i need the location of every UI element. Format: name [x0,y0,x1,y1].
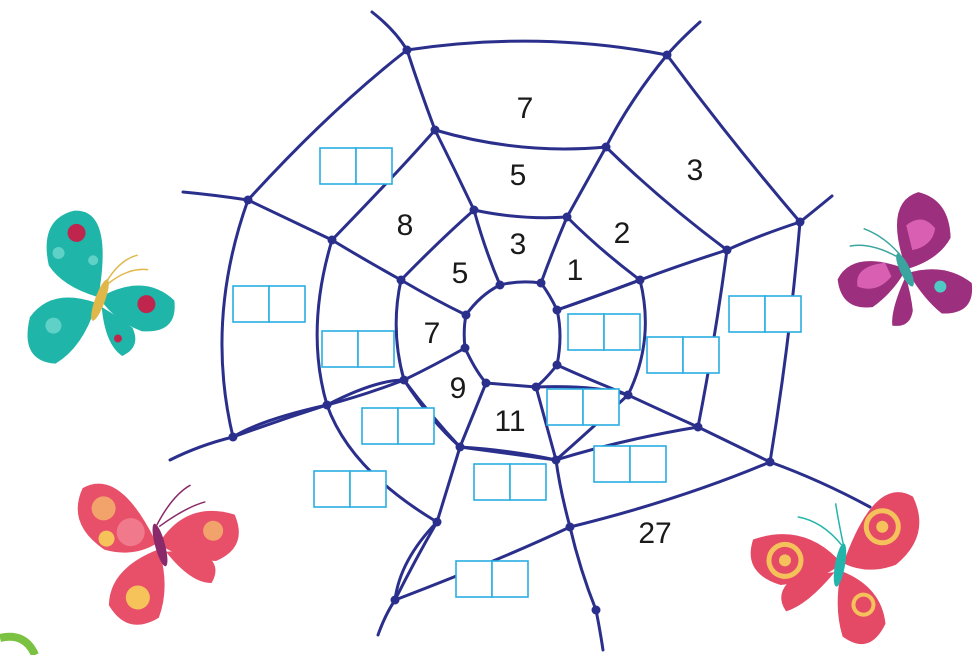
number-label: 2 [614,217,631,250]
answer-box[interactable] [233,286,305,322]
number-label: 3 [510,228,527,261]
answer-box[interactable] [547,389,619,425]
number-label: 8 [397,209,414,242]
coral-butterfly-icon [71,451,256,634]
number-label: 9 [450,372,467,405]
number-label: 27 [638,517,671,550]
number-label: 11 [494,405,525,438]
number-label: 1 [567,254,584,287]
corner-decoration-icon [0,637,35,655]
number-label: 7 [517,92,534,125]
answer-box[interactable] [314,471,386,507]
purple-butterfly-icon [816,185,975,353]
number-label: 5 [452,257,469,290]
answer-box[interactable] [729,296,801,332]
answer-box[interactable] [322,331,394,367]
answer-box[interactable] [362,408,434,444]
number-label: 3 [687,154,704,187]
answer-box[interactable] [568,314,640,350]
teal-butterfly-icon [7,203,197,398]
answer-box[interactable] [594,446,666,482]
web-inner-ring [464,282,560,387]
pink-butterfly-icon [738,468,925,650]
web-outer-ring [222,41,800,600]
number-label: 5 [510,159,527,192]
answer-box[interactable] [456,561,528,597]
answer-box[interactable] [474,464,546,500]
number-label: 7 [424,317,441,350]
answer-box[interactable] [647,337,719,373]
answer-box[interactable] [320,148,392,184]
